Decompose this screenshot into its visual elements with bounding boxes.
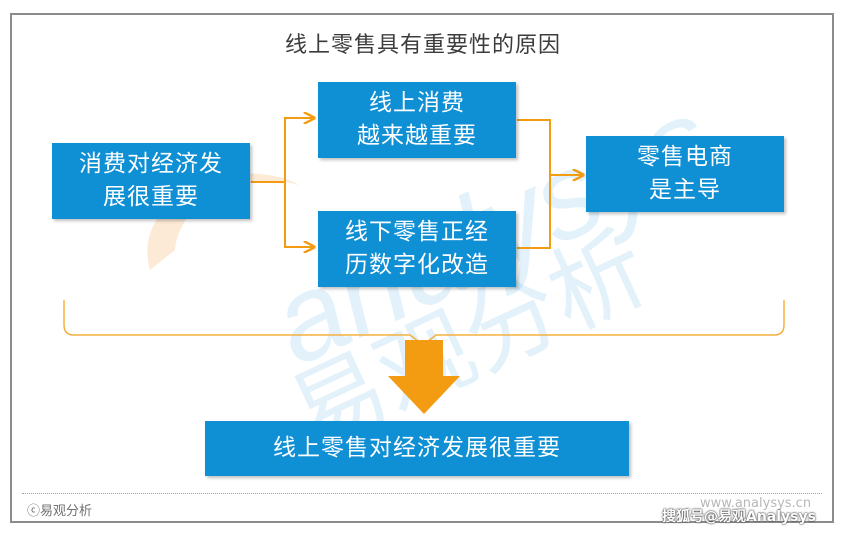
node-online-consumption-line2: 越来越重要 [357, 123, 477, 149]
node-economy-importance-line2: 展很重要 [103, 184, 199, 210]
footer-divider [22, 493, 822, 494]
node-retail-ecommerce-line1: 零售电商 [637, 144, 733, 170]
footer-source: 搜狐号@易观Analysys [662, 509, 816, 525]
node-online-consumption-line1: 线上消费 [369, 90, 465, 116]
node-online-consumption: 线上消费 越来越重要 [318, 82, 516, 158]
node-offline-digitalization-line1: 线下零售正经 [345, 219, 489, 245]
node-retail-ecommerce: 零售电商 是主导 [586, 136, 784, 212]
node-offline-digitalization: 线下零售正经 历数字化改造 [318, 211, 516, 287]
node-economy-importance: 消费对经济发 展很重要 [52, 143, 250, 219]
node-retail-ecommerce-line2: 是主导 [649, 177, 721, 203]
node-conclusion-text: 线上零售对经济发展很重要 [273, 435, 561, 461]
node-economy-importance-line1: 消费对经济发 [79, 151, 223, 177]
node-offline-digitalization-line2: 历数字化改造 [345, 252, 489, 278]
diagram-title: 线上零售具有重要性的原因 [284, 33, 561, 58]
footer-brand: ⓒ易观分析 [27, 504, 93, 519]
footer-url: www.analysys.cn [700, 496, 812, 511]
node-conclusion: 线上零售对经济发展很重要 [205, 421, 629, 476]
